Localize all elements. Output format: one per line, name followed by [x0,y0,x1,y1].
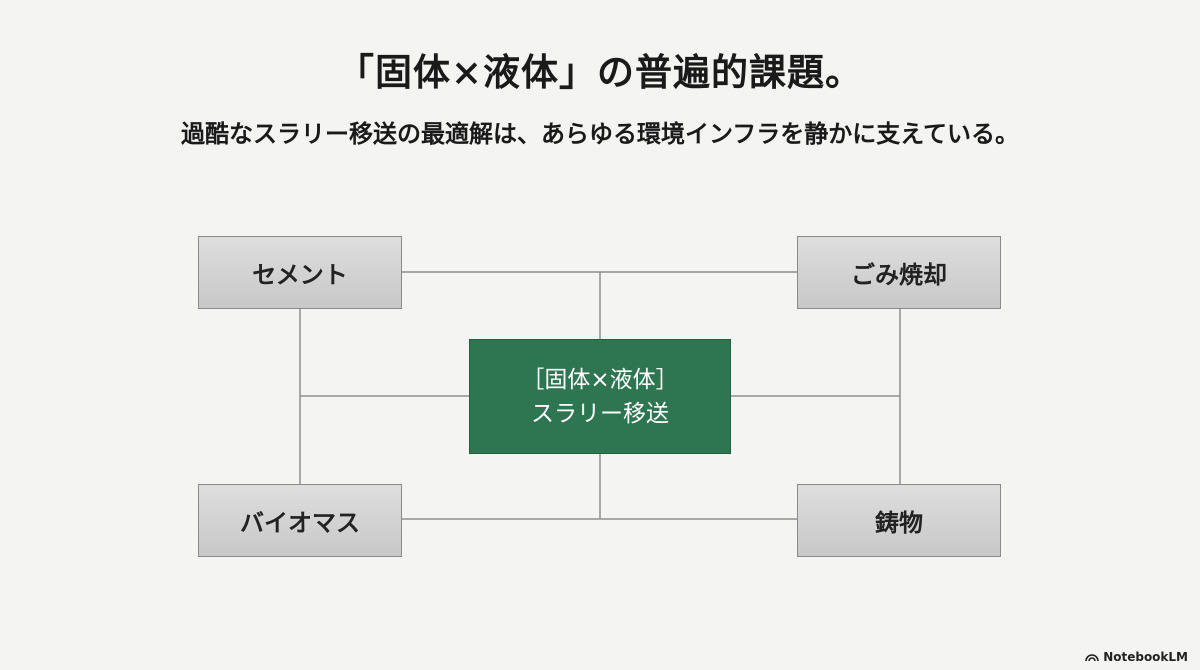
center-node-line1: ［固体×液体］ [521,366,679,393]
center-node-line2: スラリー移送 [531,400,669,427]
notebooklm-logo-icon [1085,654,1099,662]
node-cement-label: セメント [252,261,348,289]
center-node-slurry-transfer: ［固体×液体］ スラリー移送 [469,339,731,454]
node-waste-incineration: ごみ焼却 [797,236,1001,309]
brand-label: NotebookLM [1103,650,1188,664]
page-title: 「固体×液体」の普遍的課題。 [336,50,863,94]
node-cement: セメント [198,236,402,309]
brand-watermark: NotebookLM [1085,650,1188,664]
node-casting-label: 鋳物 [875,509,923,537]
node-biomass-label: バイオマス [240,509,360,537]
node-biomass: バイオマス [198,484,402,557]
node-casting: 鋳物 [797,484,1001,557]
node-waste-incineration-label: ごみ焼却 [851,261,947,289]
page-subtitle: 過酷なスラリー移送の最適解は、あらゆる環境インフラを静かに支えている。 [180,120,1020,148]
